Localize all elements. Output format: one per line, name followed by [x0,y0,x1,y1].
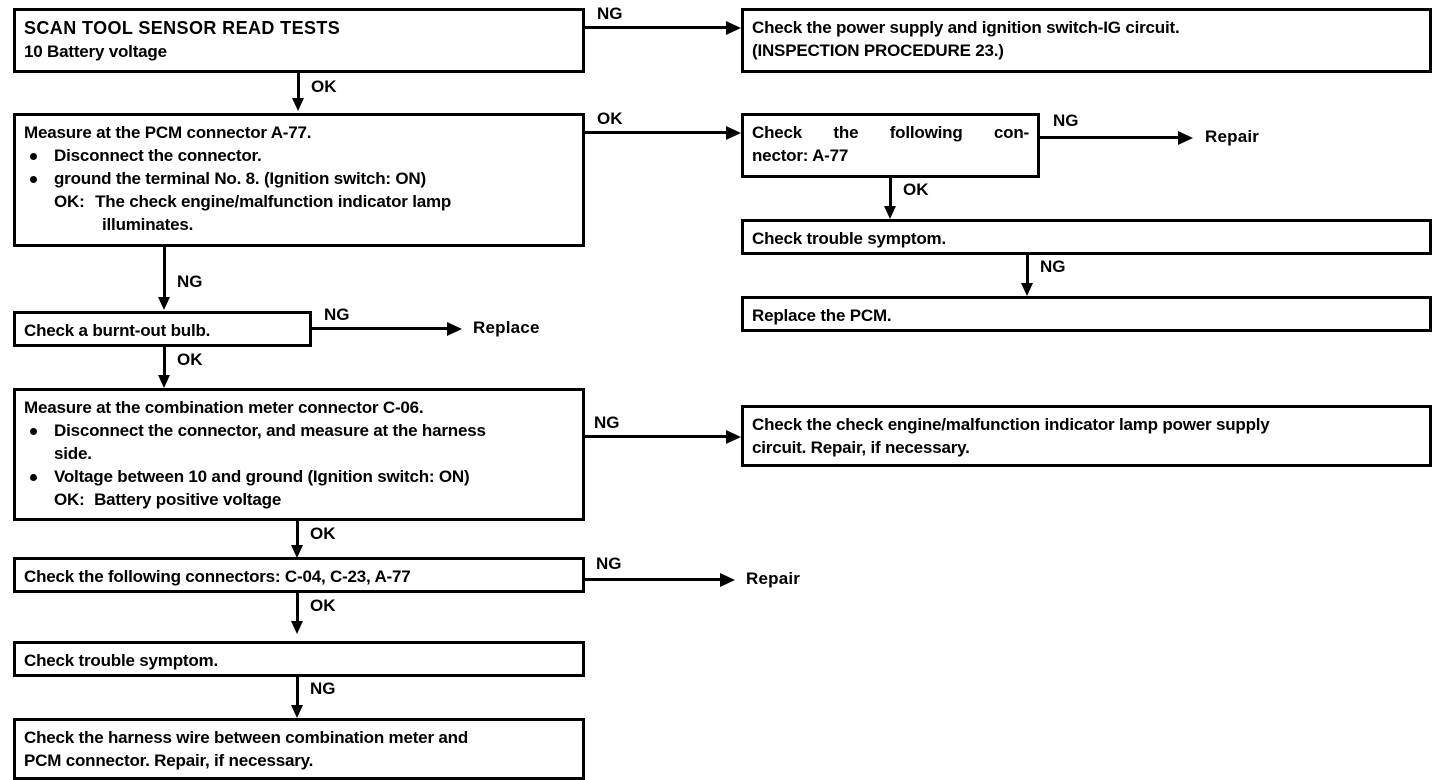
arrowhead-connector-a77-to-trouble-symptom [884,206,896,219]
arrowhead-trouble-symptom-right-to-replace-pcm [1021,283,1033,296]
terminal-replace: Replace [473,318,540,337]
terminal-repair-bottom: Repair [746,569,801,588]
arrowhead-measure-meter-to-connectors-list [291,545,303,558]
node-scan-tool-sensor-read-tests: SCAN TOOL SENSOR READ TESTS 10 Battery v… [13,8,585,73]
node-replace-pcm: Replace the PCM. [741,296,1432,332]
arrowhead-check-bulb-to-measure-meter [158,375,170,388]
lamp-power-line2: circuit. Repair, if necessary. [752,438,970,457]
node-check-burnt-out-bulb: Check a burnt-out bulb. [13,311,312,347]
trouble-symptom-right-line1: Check trouble symptom. [752,229,946,248]
edge-measure-meter-to-lamp-power [585,435,733,438]
arrowhead-connectors-list-to-trouble-symptom-left [291,621,303,634]
node-check-following-connectors: Check the following connectors: C-04, C-… [13,557,585,593]
check-harness-line1: Check the harness wire between combinati… [24,728,469,747]
terminal-repair-top: Repair [1205,127,1260,146]
arrowhead-measure-pcm-to-check-bulb [158,297,170,310]
check-harness-line2: PCM connector. Repair, if necessary. [24,751,314,770]
edge-label-connector-a77-ok: OK [903,180,929,199]
connector-a77-line2: nector: A-77 [752,146,849,165]
measure-meter-ok-label: OK: [54,490,85,509]
measure-pcm-ok-label: OK: [54,192,85,211]
node-check-power-supply: Check the power supply and ignition swit… [741,8,1432,73]
node-check-lamp-power-supply: Check the check engine/malfunction indic… [741,405,1432,467]
edge-label-start-ok: OK [311,77,337,96]
edge-label-measure-meter-ok: OK [310,524,336,543]
connector-a77-line1: Check the following con- [752,123,1029,142]
edge-connector-a77-to-trouble-symptom [889,178,892,214]
lamp-power-line1: Check the check engine/malfunction indic… [752,415,1270,434]
measure-pcm-line1: Measure at the PCM connector A-77. [24,123,312,142]
check-bulb-line1: Check a burnt-out bulb. [24,321,211,340]
node-measure-combination-meter: Measure at the combination meter connect… [13,388,585,521]
arrowhead-trouble-symptom-left-to-check-harness [291,705,303,718]
edge-label-measure-meter-ng: NG [594,413,620,432]
edge-start-to-measure-pcm [297,73,300,106]
edge-connector-a77-to-repair [1040,136,1186,139]
edge-label-start-ng: NG [597,4,623,23]
edge-measure-meter-to-connectors-list [296,521,299,553]
measure-meter-line1: Measure at the combination meter connect… [24,398,424,417]
trouble-symptom-left-line1: Check trouble symptom. [24,651,218,670]
edge-label-trouble-symptom-right-ng: NG [1040,257,1066,276]
arrowhead-start-to-power-supply [726,21,741,35]
edge-connectors-list-to-repair [585,578,731,581]
arrowhead-connector-a77-to-repair [1178,131,1193,145]
edge-check-bulb-to-replace [312,327,458,330]
start-subheading: 10 Battery voltage [24,42,167,61]
node-check-harness-wire: Check the harness wire between combinati… [13,718,585,780]
edge-measure-pcm-to-connector-a77 [585,131,733,134]
arrowhead-measure-meter-to-lamp-power [726,430,741,444]
node-check-trouble-symptom-left: Check trouble symptom. [13,641,585,677]
measure-pcm-ok-text: The check engine/malfunction indicator l… [95,192,452,211]
replace-pcm-line1: Replace the PCM. [752,306,892,325]
edge-label-bulb-ng: NG [324,305,350,324]
node-check-connector-a77: Check the following con- nector: A-77 [741,113,1040,178]
measure-pcm-ok-text-cont: illuminates. [102,215,194,234]
edge-label-connector-a77-ng: NG [1053,111,1079,130]
edge-label-connectors-list-ok: OK [310,596,336,615]
power-supply-line1: Check the power supply and ignition swit… [752,18,1180,37]
edge-label-connectors-list-ng: NG [596,554,622,573]
edge-trouble-symptom-left-to-check-harness [296,677,299,713]
edge-label-bulb-ok: OK [177,350,203,369]
power-supply-line2: (INSPECTION PROCEDURE 23.) [752,41,1004,60]
edge-label-trouble-symptom-left-ng: NG [310,679,336,698]
arrowhead-check-bulb-to-replace [447,322,462,336]
edge-check-bulb-to-measure-meter [163,347,166,384]
measure-meter-bullet-1-cont: side. [54,444,92,463]
measure-meter-bullet-2: Voltage between 10 and ground (Ignition … [24,465,574,488]
measure-pcm-bullet-1: Disconnect the connector. [24,144,574,167]
arrowhead-measure-pcm-to-connector-a77 [726,126,741,140]
measure-pcm-bullet-2: ground the terminal No. 8. (Ignition swi… [24,167,574,190]
start-heading: SCAN TOOL SENSOR READ TESTS [24,18,341,38]
edge-label-measure-pcm-ng: NG [177,272,203,291]
measure-meter-bullet-1: Disconnect the connector, and measure at… [24,419,574,442]
arrowhead-connectors-list-to-repair [720,573,735,587]
edge-label-measure-pcm-ok: OK [597,109,623,128]
node-check-trouble-symptom-right: Check trouble symptom. [741,219,1432,255]
node-measure-pcm-connector: Measure at the PCM connector A-77. Disco… [13,113,585,247]
edge-measure-pcm-to-check-bulb [163,247,166,299]
measure-meter-ok-row: OK: Battery positive voltage [24,488,574,511]
measure-pcm-ok-row: OK: The check engine/malfunction indicat… [24,190,574,213]
edge-start-to-power-supply [585,26,733,29]
connectors-list-line1: Check the following connectors: C-04, C-… [24,567,411,586]
edge-trouble-symptom-right-to-replace-pcm [1026,255,1029,291]
edge-connectors-list-to-trouble-symptom-left [296,593,299,630]
arrowhead-start-to-measure-pcm [292,98,304,111]
measure-meter-ok-text: Battery positive voltage [94,490,282,509]
